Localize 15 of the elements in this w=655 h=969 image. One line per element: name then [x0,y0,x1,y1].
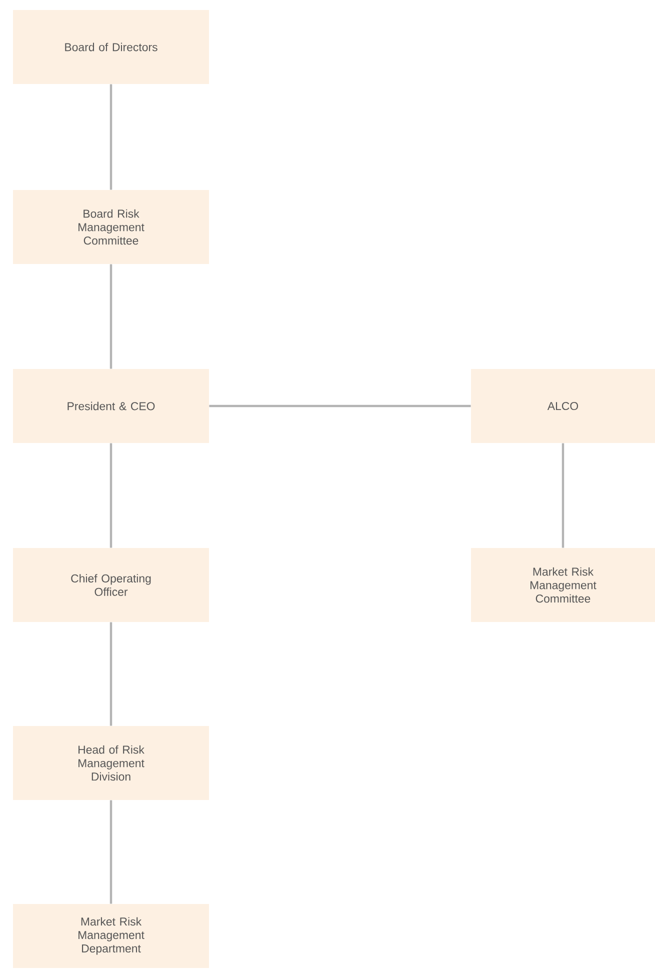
org-box: Market Risk Management Department [13,904,209,968]
org-box: ALCO [471,369,655,443]
connector-line [209,404,471,408]
org-box: Market Risk Management Committee [471,548,655,622]
org-box: Head of Risk Management Division [13,726,209,800]
connector-line [110,800,112,904]
org-box: President & CEO [13,369,209,443]
org-box: Board Risk Management Committee [13,190,209,264]
connector-line [110,84,112,190]
connector-line [562,443,564,548]
connector-line [110,443,112,548]
org-box: Chief Operating Officer [13,548,209,622]
connector-line [110,264,112,369]
org-box: Board of Directors [13,10,209,84]
connector-line [110,622,112,726]
